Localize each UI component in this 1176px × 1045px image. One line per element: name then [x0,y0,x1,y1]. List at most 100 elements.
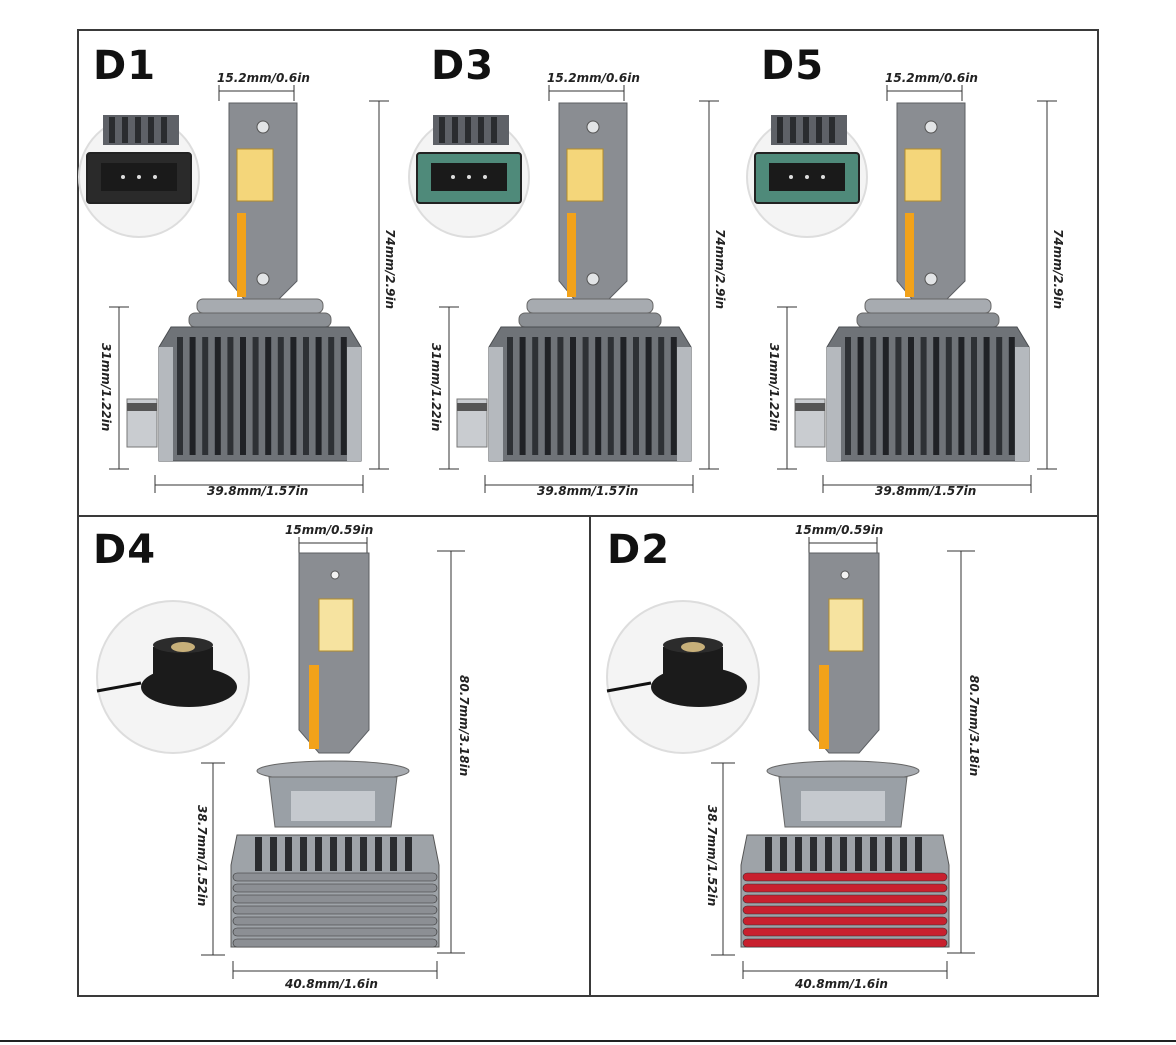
heat-sink-fin [765,837,772,871]
cooling-ring [742,905,948,915]
heat-sink-fin [885,837,892,871]
heat-sink-fin [1008,337,1015,455]
top-width-label: 15.2mm/0.6in [547,71,640,85]
connector-slot [439,117,445,143]
base-width-label: 39.8mm/1.57in [875,484,977,498]
connector-pin [153,175,157,179]
base-width-label: 39.8mm/1.57in [537,484,639,498]
total-height-label: 80.7mm/3.18in [967,675,981,777]
heat-sink-fin [810,837,817,871]
cooling-ring [742,883,948,893]
heat-sink-fin [557,337,564,455]
connector-slot [161,117,167,143]
heat-sink-side [489,347,503,461]
heat-sink-side [1015,347,1029,461]
amber-strip [819,665,829,749]
heat-sink-fin [532,337,539,455]
top-width-label: 15.2mm/0.6in [885,71,978,85]
panel-title: D1 [93,43,157,89]
amber-strip [905,213,914,297]
cooling-ring [742,872,948,882]
heat-sink-side [159,347,173,461]
connector-pin [121,175,125,179]
connector-slot [491,117,497,143]
bulb-collar [518,312,662,328]
row-divider [79,515,1097,517]
led-chip [236,148,274,202]
heat-sink-fin [780,837,787,871]
bulb-group [408,85,719,493]
screw-icon [840,570,850,580]
bulb-illustration [606,537,975,979]
bulb-collar [864,298,992,314]
heat-sink-fin [390,837,397,871]
led-chip [318,598,354,652]
connector-slot [816,117,822,143]
connector-pin [171,642,195,652]
bulb-collar [196,298,324,314]
bulb-group [78,85,389,493]
heat-sink-fin [633,337,639,455]
heat-sink-fin [519,337,526,455]
screw-icon [924,120,938,134]
connector-slot [465,117,471,143]
heat-sink-fin [900,837,907,871]
heat-sink-fin [202,337,209,455]
heat-sink-fin [870,837,877,871]
total-height-label: 80.7mm/3.18in [457,675,471,777]
heat-sink-side [827,347,841,461]
connector-slot [478,117,484,143]
connector-slot [777,117,783,143]
bulb-group [96,537,465,979]
base-width-label: 40.8mm/1.6in [285,977,378,991]
screw-icon [330,570,340,580]
connector-slot [109,117,115,143]
heat-sink-fin [265,337,272,455]
heat-sink-fin [255,837,262,871]
bulb-collar [856,312,1000,328]
connector-pin [483,175,487,179]
screw-icon [256,120,270,134]
top-width-label: 15mm/0.59in [285,523,374,537]
connector-pin [789,175,793,179]
connector-slot [148,117,154,143]
bulb-group [746,85,1057,493]
heat-sink-fin [620,337,627,455]
side-plug-stripe [127,403,157,411]
connector-pin [451,175,455,179]
bulb-illustration [408,85,719,493]
total-height-label: 74mm/2.9in [1051,229,1065,310]
cooling-ring [232,872,438,882]
amber-strip [237,213,246,297]
base-height-label: 31mm/1.22in [99,343,113,432]
heat-sink-fin [340,337,347,455]
led-chip [566,148,604,202]
panel-title: D3 [431,43,495,89]
cooling-ring [742,938,948,948]
heat-sink-fin [658,337,665,455]
heat-sink-fin [544,337,551,455]
connector-pin [805,175,809,179]
panel-title: D2 [607,527,671,573]
heat-sink-fin [328,337,335,455]
cooling-ring [232,894,438,904]
cooling-ring [232,938,438,948]
heat-sink-fin [177,337,183,455]
heat-sink-fin [360,837,367,871]
heat-sink-side [677,347,691,461]
heat-sink-fin [845,337,851,455]
heat-sink-fin [958,337,965,455]
heat-sink-fin [857,337,864,455]
heat-sink-fin [300,837,307,871]
base-height-label: 38.7mm/1.52in [705,805,719,907]
heat-sink-fin [270,837,277,871]
heat-sink-fin [227,337,234,455]
column-divider [589,515,591,997]
screw-icon [924,272,938,286]
connector-pin [681,642,705,652]
bulb-illustration [96,537,465,979]
heat-sink-fin [870,337,877,455]
